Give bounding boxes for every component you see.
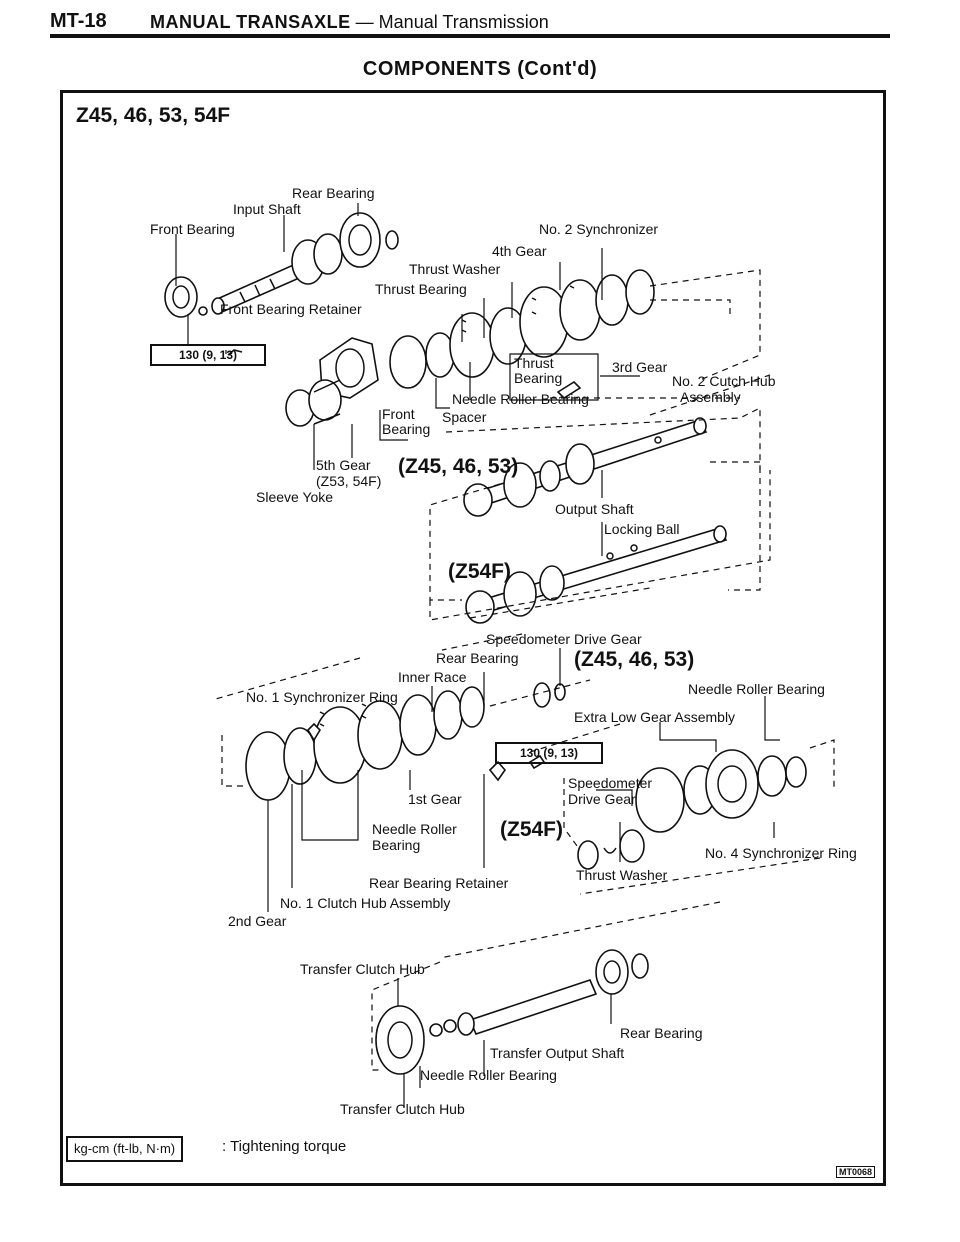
label-no4-synchronizer-ring: No. 4 Synchronizer Ring <box>705 845 857 861</box>
page-number: MT-18 <box>50 10 107 32</box>
legend-unit-box: kg-cm (ft-lb, N·m) <box>66 1136 184 1162</box>
label-speedometer-drive-gear-2: Drive Gear <box>568 791 636 807</box>
torque-spec-rear-retainer: 130 (9, 13) <box>495 742 603 764</box>
label-first-gear: 1st Gear <box>408 791 462 807</box>
label-output-shaft: Output Shaft <box>555 501 634 517</box>
label-fifth-gear-variant: (Z53, 54F) <box>316 473 382 489</box>
header-rule <box>50 34 890 38</box>
label-needle-roller-bearing-right: Needle Roller Bearing <box>688 681 825 697</box>
input-shaft-drawing <box>211 233 343 315</box>
fourth-gear-cluster-drawing <box>389 269 655 389</box>
first-gear-group-drawing <box>245 686 485 801</box>
legend-description: : Tightening torque <box>222 1138 347 1155</box>
output-shaft-z54f-drawing <box>465 525 728 624</box>
sleeve-yoke-drawing <box>285 379 342 427</box>
label-front-bearing: Front Bearing <box>150 221 235 237</box>
section-title-rest: — Manual Transmission <box>350 12 549 32</box>
locking-shim-drawing <box>556 380 582 400</box>
section-title: MANUAL TRANSAXLE — Manual Transmission <box>150 12 549 33</box>
torque-spec-front-retainer: 130 (9, 13) <box>150 344 266 366</box>
label-thrust-bearing-split-2: Bearing <box>514 370 563 386</box>
label-needle-roller-bearing-bottom: Needle Roller Bearing <box>420 1067 557 1083</box>
label-thrust-washer-top: Thrust Washer <box>409 261 501 277</box>
page-heading: COMPONENTS (Cont'd) <box>362 58 598 80</box>
variant-label-z45-46-53-upper: (Z45, 46, 53) <box>398 455 519 478</box>
label-rear-bearing-bottom: Rear Bearing <box>620 1025 703 1041</box>
label-locking-ball: Locking Ball <box>604 521 680 537</box>
label-front-bearing-lower-2: Bearing <box>382 421 431 437</box>
section-title-bold: MANUAL TRANSAXLE <box>150 12 351 32</box>
label-no2-synchronizer: No. 2 Synchronizer <box>539 221 659 237</box>
label-no1-synchronizer-ring: No. 1 Synchronizer Ring <box>246 689 398 705</box>
label-spacer: Spacer <box>442 409 487 425</box>
label-rear-bearing-mid: Rear Bearing <box>436 650 519 666</box>
variant-label-z54f-upper: (Z54F) <box>448 560 511 583</box>
label-no1-clutch-hub-assembly: No. 1 Clutch Hub Assembly <box>280 895 451 911</box>
label-extra-low-gear-assembly: Extra Low Gear Assembly <box>574 709 736 725</box>
label-thrust-bearing-split-1: Thrust <box>514 355 554 371</box>
assembly-dashed-lines <box>211 269 835 1071</box>
label-sleeve-yoke: Sleeve Yoke <box>256 489 334 505</box>
diagram-frame <box>60 90 886 1186</box>
label-speedometer-drive-gear-1: Speedometer <box>568 775 653 791</box>
label-speedometer-drive-gear-top: Speedometer Drive Gear <box>486 631 642 647</box>
label-no2-clutch-hub-2: Assembly <box>680 389 741 405</box>
label-fourth-gear: 4th Gear <box>492 243 547 259</box>
label-thrust-bearing: Thrust Bearing <box>375 281 467 297</box>
label-second-gear: 2nd Gear <box>228 913 287 929</box>
label-inner-race: Inner Race <box>398 669 467 685</box>
rear-bearing-top-drawing <box>339 212 399 268</box>
label-transfer-clutch-hub-top: Transfer Clutch Hub <box>300 961 425 977</box>
extra-low-gear-group-drawing <box>577 749 807 870</box>
figure-code: MT0068 <box>836 1166 876 1178</box>
label-no2-clutch-hub-1: No. 2 Cutch Hub <box>672 373 776 389</box>
label-needle-roller-bearing-mid-1: Needle Roller <box>372 821 457 837</box>
label-rear-bearing-top: Rear Bearing <box>292 185 375 201</box>
variant-label-z45-46-53-lower: (Z45, 46, 53) <box>574 648 695 671</box>
transfer-output-shaft-drawing <box>375 949 649 1075</box>
model-heading: Z45, 46, 53, 54F <box>76 104 231 127</box>
label-transfer-clutch-hub-bottom: Transfer Clutch Hub <box>340 1101 465 1117</box>
label-fifth-gear: 5th Gear <box>316 457 371 473</box>
front-bearing-drawing <box>164 276 208 318</box>
label-front-bearing-lower-1: Front <box>382 406 415 422</box>
leader-lines <box>175 203 780 1108</box>
label-needle-roller-bearing-mid-2: Bearing <box>372 837 421 853</box>
speedometer-drive-gear-drawing <box>488 682 566 782</box>
label-front-bearing-retainer: Front Bearing Retainer <box>220 301 362 317</box>
variant-label-z54f-lower: (Z54F) <box>500 818 563 841</box>
label-needle-roller-bearing-top: Needle Roller Bearing <box>452 391 589 407</box>
output-shaft-z45-drawing <box>463 417 708 517</box>
label-transfer-output-shaft: Transfer Output Shaft <box>490 1045 625 1061</box>
label-third-gear: 3rd Gear <box>612 359 668 375</box>
label-rear-bearing-retainer: Rear Bearing Retainer <box>369 875 509 891</box>
label-thrust-washer-bottom: Thrust Washer <box>576 867 668 883</box>
label-input-shaft: Input Shaft <box>233 201 301 217</box>
